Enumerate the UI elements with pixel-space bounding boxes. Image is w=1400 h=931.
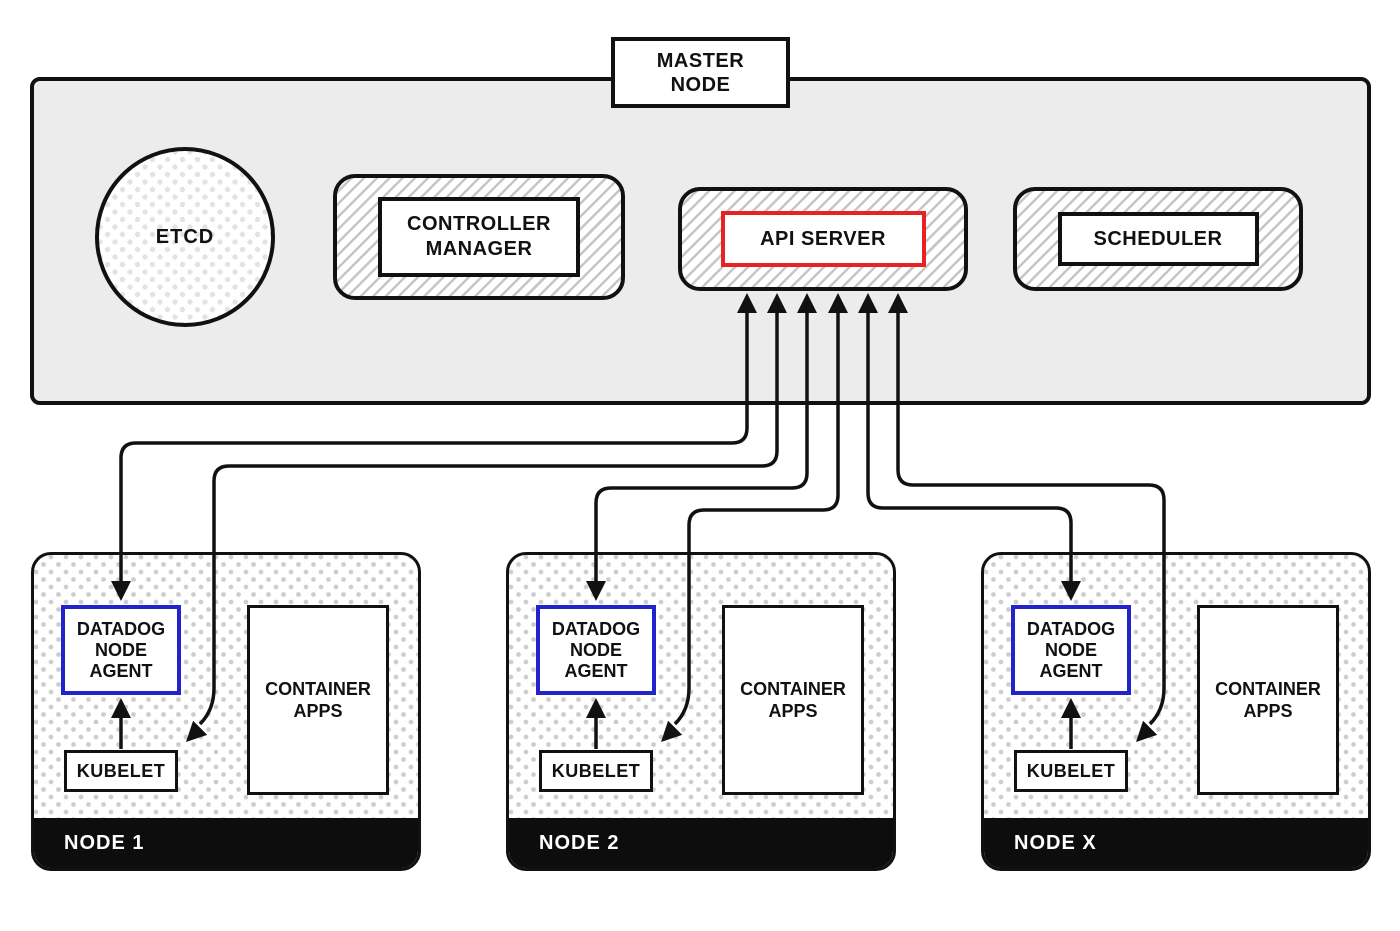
worker-node-2: DATADOG NODE AGENT KUBELET CONTAINER APP… [506,552,896,871]
api-server-box: API SERVER [678,187,968,291]
node-label-bar: NODE X [984,818,1368,868]
kubelet-box: KUBELET [539,750,653,792]
node-label-bar: NODE 1 [34,818,418,868]
api-server-label: API SERVER [720,211,926,267]
container-apps-box: CONTAINER APPS [722,605,864,795]
master-node-label: MASTER NODE [611,37,790,108]
controller-manager-label: CONTROLLER MANAGER [378,197,580,277]
kubelet-box: KUBELET [1014,750,1128,792]
datadog-node-agent-box: DATADOG NODE AGENT [536,605,656,695]
worker-node-1: DATADOG NODE AGENT KUBELET CONTAINER APP… [31,552,421,871]
node-label-bar: NODE 2 [509,818,893,868]
scheduler-box: SCHEDULER [1013,187,1303,291]
container-apps-box: CONTAINER APPS [1197,605,1339,795]
worker-node-x: DATADOG NODE AGENT KUBELET CONTAINER APP… [981,552,1371,871]
datadog-node-agent-box: DATADOG NODE AGENT [1011,605,1131,695]
controller-manager-box: CONTROLLER MANAGER [333,174,625,300]
datadog-node-agent-box: DATADOG NODE AGENT [61,605,181,695]
etcd-circle: ETCD [95,147,275,327]
scheduler-label: SCHEDULER [1057,212,1259,266]
kubelet-box: KUBELET [64,750,178,792]
container-apps-box: CONTAINER APPS [247,605,389,795]
